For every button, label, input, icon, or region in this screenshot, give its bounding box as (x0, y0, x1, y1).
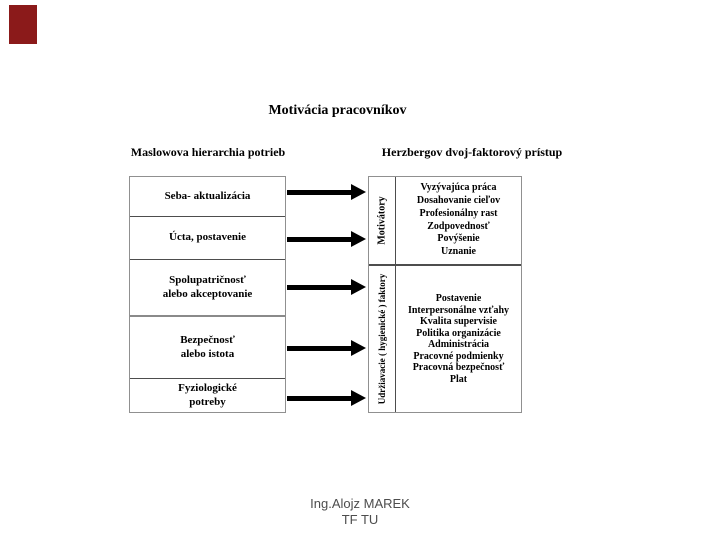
footer-credit: Ing.Alojz MAREK TF TU (310, 496, 410, 527)
motivators-items: Vyzývajúca práca Dosahovanie cieľov Prof… (416, 182, 501, 257)
herzberg-table: Motivátory Vyzývajúca práca Dosahovanie … (368, 176, 522, 413)
maslow-table: Seba- aktualizácia Úcta, postavenie Spol… (129, 176, 286, 413)
motivators-side-cell: Motivátory (369, 177, 396, 264)
arrow-right-icon (287, 279, 366, 295)
arrow-right-icon (287, 184, 366, 200)
arrow-shaft (287, 395, 351, 401)
motivators-side-label: Motivátory (376, 196, 388, 245)
arrow-head (351, 184, 366, 200)
hygiene-items: Postavenie Interpersonálne vzťahy Kvalit… (407, 293, 510, 385)
maslow-row-esteem: Úcta, postavenie (130, 216, 285, 259)
page-title: Motivácia pracovníkov (268, 103, 407, 118)
arrow-right-icon (287, 231, 366, 247)
arrow-shaft (287, 284, 351, 290)
maslow-row-belonging: Spolupatričnosť alebo akceptovanie (130, 259, 285, 315)
hygiene-side-label: Udržiavacie ( hygienické ) faktory (377, 273, 388, 405)
motivators-section: Motivátory Vyzývajúca práca Dosahovanie … (369, 177, 521, 264)
arrow-shaft (287, 189, 351, 195)
herzberg-heading: Herzbergov dvoj-faktorový prístup (381, 145, 563, 159)
arrow-shaft (287, 236, 351, 242)
maslow-row-safety: Bezpečnosť alebo istota (130, 315, 285, 378)
arrow-head (351, 279, 366, 295)
arrow-head (351, 390, 366, 406)
arrow-head (351, 231, 366, 247)
maslow-heading: Maslowova hierarchia potrieb (130, 145, 286, 159)
arrow-right-icon (287, 340, 366, 356)
maslow-row-self-actualization: Seba- aktualizácia (164, 189, 251, 202)
maslow-row-physiological: Fyziologické potreby (130, 378, 285, 412)
hygiene-factors-section: Udržiavacie ( hygienické ) faktory Posta… (369, 264, 521, 412)
arrow-shaft (287, 345, 351, 351)
red-accent-rectangle (9, 5, 37, 44)
arrow-right-icon (287, 390, 366, 406)
arrow-head (351, 340, 366, 356)
hygiene-side-cell: Udržiavacie ( hygienické ) faktory (369, 266, 396, 412)
